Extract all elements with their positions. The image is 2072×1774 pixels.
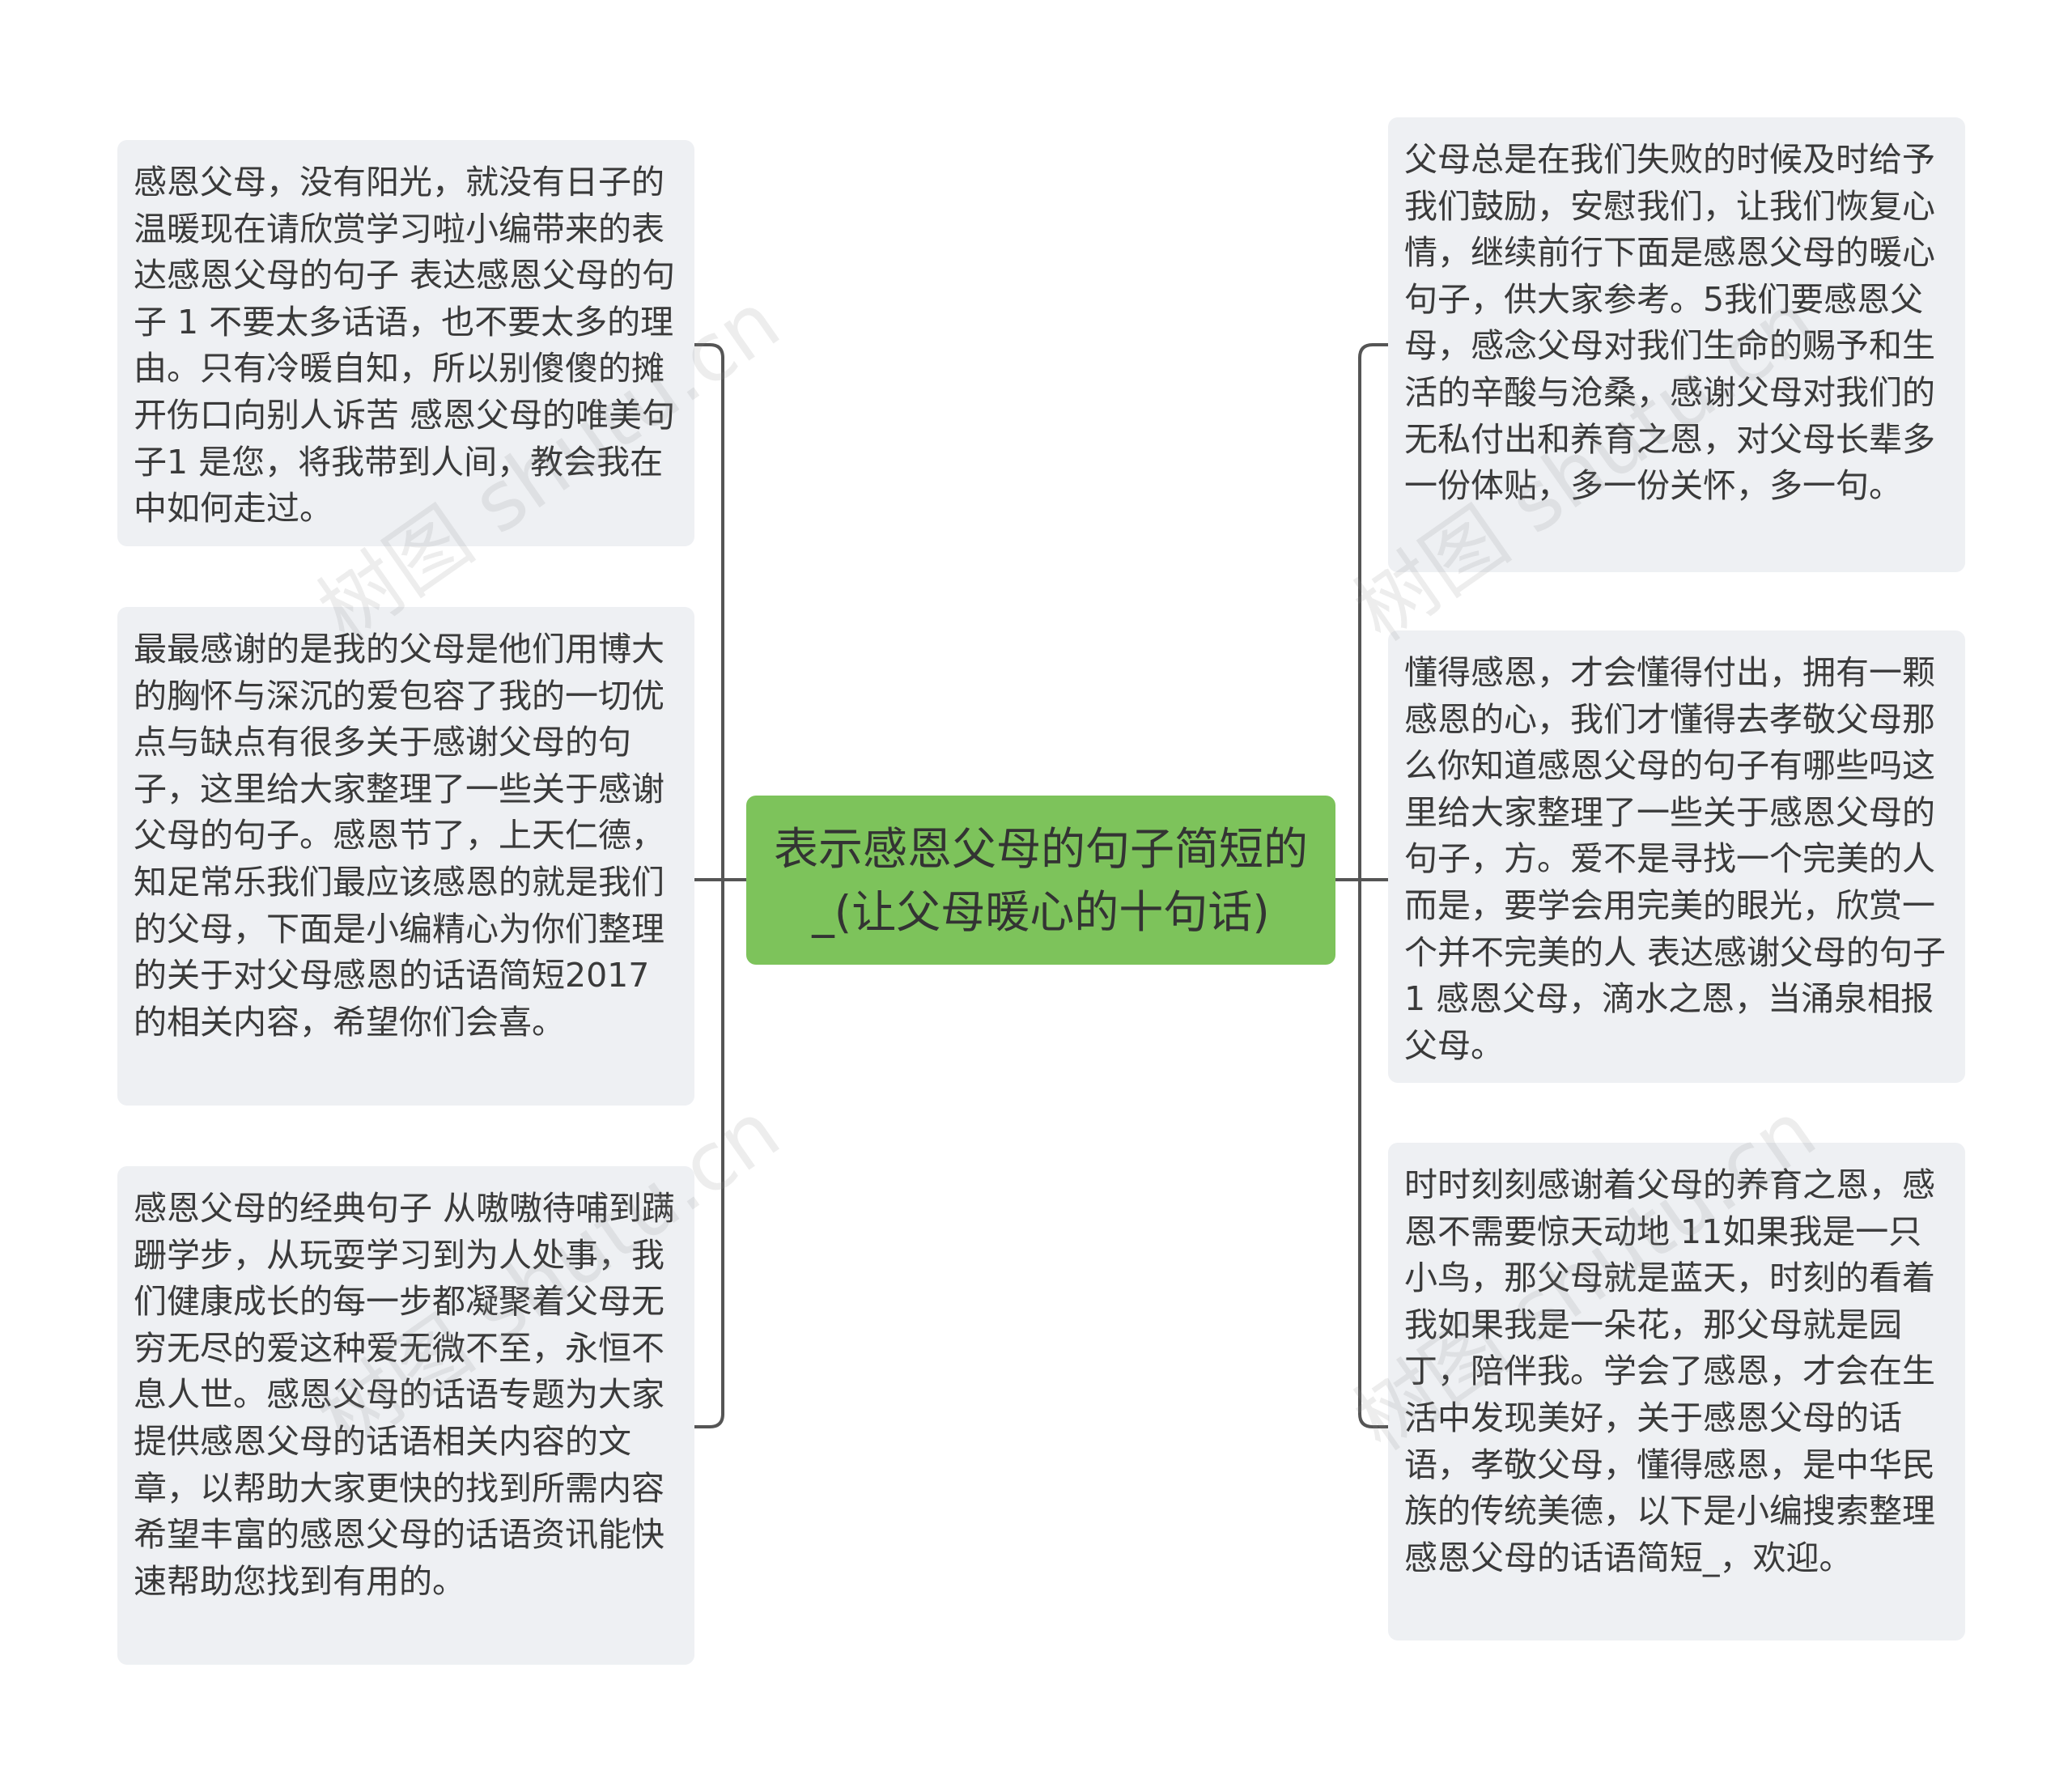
- left-node-3[interactable]: 感恩父母的经典句子 从嗷嗷待哺到蹒跚学步，从玩耍学习到为人处事，我们健康成长的每…: [117, 1166, 694, 1665]
- connector-right-3: [1358, 1412, 1390, 1428]
- right-node-2-text: 懂得感恩，才会懂得付出，拥有一颗感恩的心，我们才懂得去孝敬父母那么你知道感恩父母…: [1404, 653, 1947, 1065]
- left-node-1-text: 感恩父母，没有阳光，就没有日子的温暖现在请欣赏学习啦小编带来的表达感恩父母的句子…: [134, 163, 676, 528]
- left-node-2-text: 最最感谢的是我的父母是他们用博大的胸怀与深沉的爱包容了我的一切优点与缺点有很多关…: [134, 630, 664, 1042]
- right-node-3-text: 时时刻刻感谢着父母的养育之恩，感恩不需要惊天动地 11如果我是一只小鸟，那父母就…: [1404, 1165, 1935, 1577]
- connector-root-left-trunk: [721, 356, 748, 1415]
- connector-root-right-trunk: [1334, 356, 1361, 1415]
- right-node-1[interactable]: 父母总是在我们失败的时候及时给予我们鼓励，安慰我们，让我们恢复心情，继续前行下面…: [1388, 117, 1965, 572]
- root-topic[interactable]: 表示感恩父母的句子简短的_(让父母暖心的十句话): [746, 796, 1335, 965]
- left-node-2[interactable]: 最最感谢的是我的父母是他们用博大的胸怀与深沉的爱包容了我的一切优点与缺点有很多关…: [117, 607, 694, 1106]
- left-node-1[interactable]: 感恩父母，没有阳光，就没有日子的温暖现在请欣赏学习啦小编带来的表达感恩父母的句子…: [117, 140, 694, 546]
- left-node-3-text: 感恩父母的经典句子 从嗷嗷待哺到蹒跚学步，从玩耍学习到为人处事，我们健康成长的每…: [134, 1189, 676, 1601]
- connector-right-1: [1358, 343, 1390, 359]
- connector-left-3: [693, 1412, 724, 1428]
- right-node-1-text: 父母总是在我们失败的时候及时给予我们鼓励，安慰我们，让我们恢复心情，继续前行下面…: [1404, 140, 1935, 506]
- connector-left-1: [693, 343, 724, 359]
- root-topic-text: 表示感恩父母的句子简短的_(让父母暖心的十句话): [773, 822, 1308, 938]
- right-node-3[interactable]: 时时刻刻感谢着父母的养育之恩，感恩不需要惊天动地 11如果我是一只小鸟，那父母就…: [1388, 1143, 1965, 1640]
- right-node-2[interactable]: 懂得感恩，才会懂得付出，拥有一颗感恩的心，我们才懂得去孝敬父母那么你知道感恩父母…: [1388, 630, 1965, 1083]
